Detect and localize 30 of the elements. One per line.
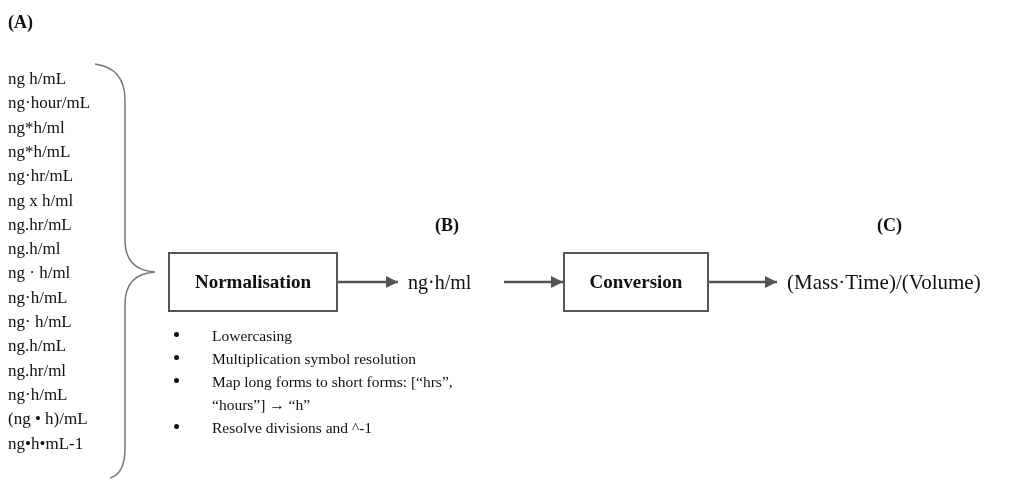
unit-variant: ng·hr/mL xyxy=(8,166,74,187)
bullet-text: Resolve divisions and ^-1 xyxy=(212,418,374,438)
unit-variant: ng.hr/ml xyxy=(8,360,67,381)
unit-variant: ng· h/mL xyxy=(8,312,72,332)
panel-label: (A) xyxy=(8,12,33,33)
process-box: Normalisation xyxy=(168,252,338,312)
bullet-text: Map long forms to short forms: [“hrs”, “hours”] → “h” xyxy=(212,372,454,415)
unit-text: (Mass·Time)/(Volume) xyxy=(787,267,981,297)
unit-variant: ng·hour/mL xyxy=(8,93,91,114)
process-box: Conversion xyxy=(563,252,709,312)
unit-text: ng·h/ml xyxy=(408,267,472,297)
unit-variant: ng x h/ml xyxy=(8,190,74,211)
unit-variant: ng·h/mL xyxy=(8,384,68,405)
arrow xyxy=(504,275,563,289)
bullet-text: Lowercasing xyxy=(212,326,294,346)
panel-label: (C) xyxy=(877,215,902,236)
panel-label: (B) xyxy=(435,215,459,236)
unit-variant: ng h/mL xyxy=(8,69,67,89)
arrow xyxy=(709,275,777,289)
unit-variant: ng•h•mL-1 xyxy=(8,433,84,454)
unit-variant: ng.hr/mL xyxy=(8,214,72,235)
unit-variant: ng.h/mL xyxy=(8,336,67,357)
unit-variant: (ng • h)/mL xyxy=(8,409,88,430)
arrow xyxy=(338,275,398,289)
unit-variant: ng·h/mL xyxy=(8,287,68,308)
bullet-text: Multiplication symbol resolution xyxy=(212,349,418,369)
unit-variant: ng.h/ml xyxy=(8,239,61,260)
unit-variant: ng*h/mL xyxy=(8,141,71,162)
unit-variant: ng · h/ml xyxy=(8,263,71,284)
unit-variant: ng*h/ml xyxy=(8,117,65,138)
